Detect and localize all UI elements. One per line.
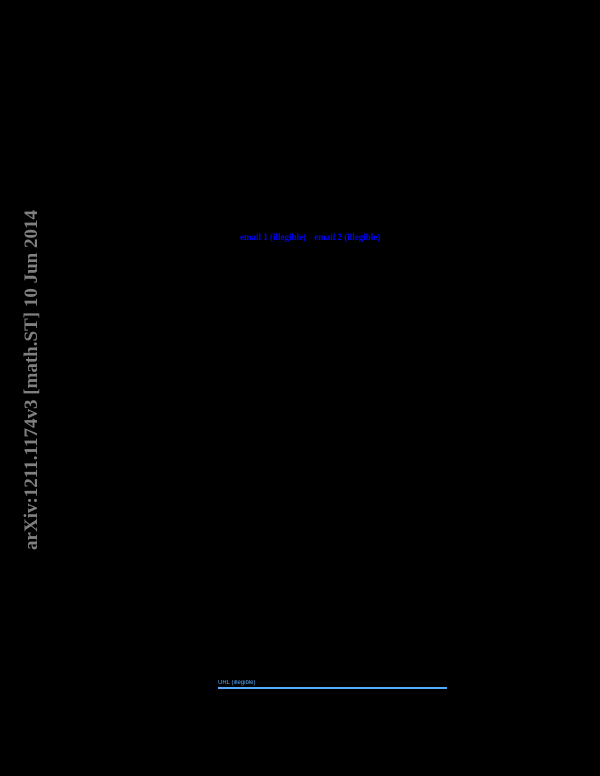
footnote-url-link[interactable]: URL (illegible) bbox=[218, 680, 447, 689]
arxiv-identifier-stamp: arXiv:1211.1174v3 [math.ST] 10 Jun 2014 bbox=[21, 210, 42, 550]
author-email-link[interactable]: email 2 (illegible) bbox=[314, 232, 381, 242]
author-email-link[interactable]: email 1 (illegible) bbox=[240, 232, 306, 242]
author-emails: email 1 (illegible) email 2 (illegible) bbox=[240, 231, 386, 243]
